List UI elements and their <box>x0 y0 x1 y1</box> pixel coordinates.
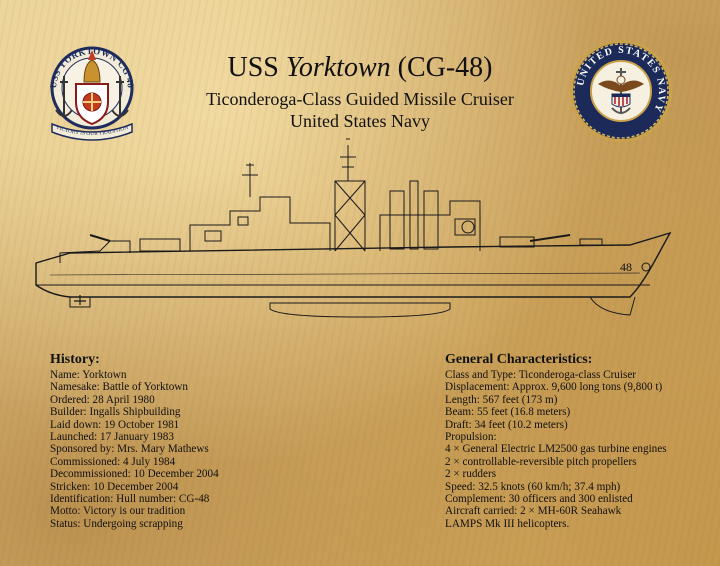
history-line: Builder: Ingalls Shipbuilding <box>50 406 181 419</box>
history-line: Motto: Victory is our tradition <box>50 505 186 518</box>
history-line: Decommissioned: 10 December 2004 <box>50 468 219 481</box>
service-name: United States Navy <box>290 111 430 131</box>
ship-crest-icon: USS YORKTOWN CG 48 VICTORY IS OUR TRADIT… <box>48 46 136 141</box>
history-line: Namesake: Battle of Yorktown <box>50 381 188 394</box>
history-line: Commissioned: 4 July 1984 <box>50 455 176 468</box>
history-line: Stricken: 10 December 2004 <box>50 480 179 493</box>
page-title: USS Yorktown (CG-48) <box>0 52 720 84</box>
title-prefix: USS <box>227 52 286 83</box>
history-line: Status: Undergoing scrapping <box>50 517 183 530</box>
characteristics-heading: General Characteristics: <box>445 352 593 367</box>
characteristics-line: Length: 567 feet (173 m) <box>445 393 558 406</box>
navy-seal-icon: UNITED STATES NAVY <box>570 40 672 142</box>
characteristics-line: 4 × General Electric LM2500 gas turbine … <box>445 443 667 456</box>
characteristics-line: Propulsion: <box>445 431 497 444</box>
characteristics-line: 2 × controllable-reversible pitch propel… <box>445 455 637 468</box>
characteristics-line: Draft: 34 feet (10.2 meters) <box>445 418 568 431</box>
history-line: Ordered: 28 April 1980 <box>50 393 155 406</box>
characteristics-line: 2 × rudders <box>445 468 497 481</box>
history-section: History: Name: Yorktown Namesake: Battle… <box>50 352 350 530</box>
cruiser-profile-icon: 48 <box>35 138 672 318</box>
history-line: Name: Yorktown <box>50 369 127 381</box>
characteristics-line: Class and Type: Ticonderoga-class Cruise… <box>445 369 637 381</box>
history-line: Sponsored by: Mrs. Mary Mathews <box>50 443 209 456</box>
characteristics-line: LAMPS Mk III helicopters. <box>445 517 570 530</box>
characteristics-line: Complement: 30 officers and 300 enlisted <box>445 493 633 506</box>
characteristics-line: Speed: 32.5 knots (60 km/h; 37.4 mph) <box>445 480 621 493</box>
characteristics-section: General Characteristics: Class and Type:… <box>445 352 715 530</box>
history-heading: History: <box>50 352 100 367</box>
history-line: Launched: 17 January 1983 <box>50 431 174 444</box>
title-hull: (CG-48) <box>390 52 493 83</box>
characteristics-line: Displacement: Approx. 9,600 long tons (9… <box>445 381 663 394</box>
history-line: Identification: Hull number: CG-48 <box>50 493 210 506</box>
history-line: Laid down: 19 October 1981 <box>50 418 180 431</box>
title-ship-name: Yorktown <box>285 52 391 83</box>
characteristics-line: Beam: 55 feet (16.8 meters) <box>445 406 571 419</box>
page-subtitle: Ticonderoga-Class Guided Missile Cruiser <box>206 89 514 109</box>
hull-number: 48 <box>620 260 632 274</box>
characteristics-line: Aircraft carried: 2 × MH-60R Seahawk <box>445 505 622 518</box>
